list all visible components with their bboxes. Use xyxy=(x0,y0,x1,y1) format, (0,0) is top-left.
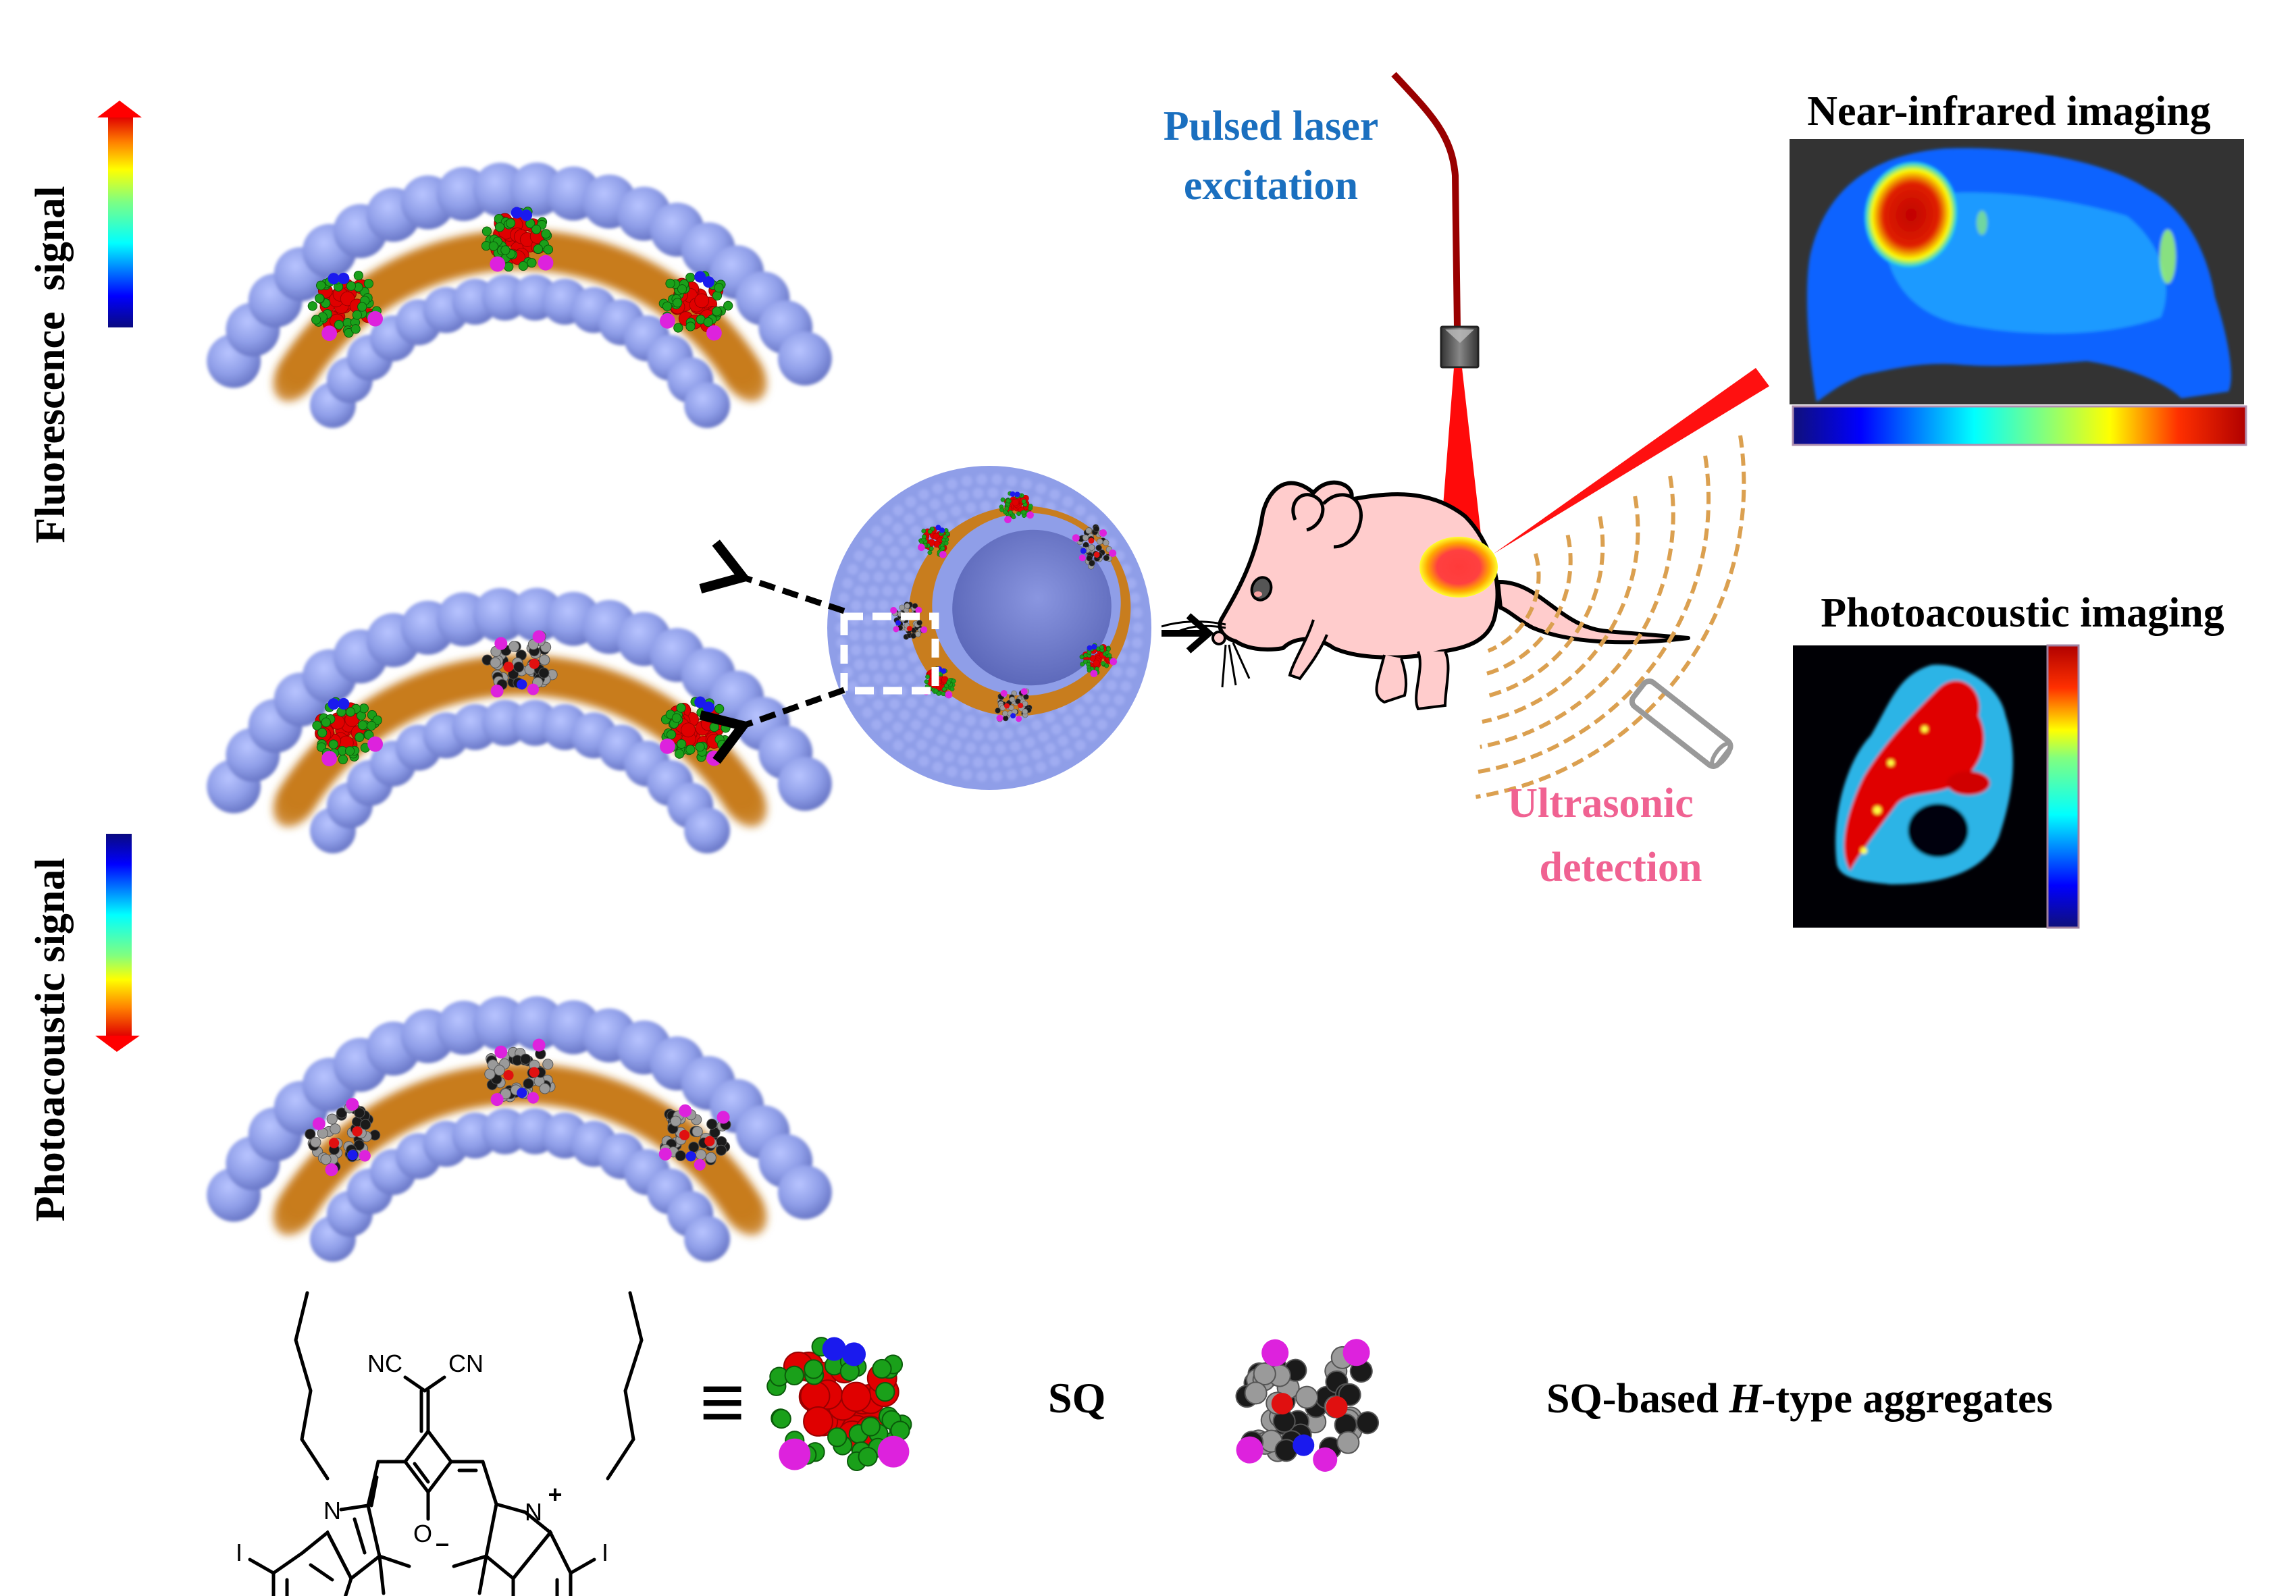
mouse-front-paw xyxy=(1288,619,1328,681)
sq-structure-atoms: NC CN N N + O – I I xyxy=(236,1350,608,1566)
ultrasound-wave xyxy=(1475,435,1746,799)
tumor-spot xyxy=(1419,537,1498,597)
atom-nc: NC xyxy=(367,1350,402,1377)
c-i-bond-left xyxy=(248,1558,276,1575)
ultrasound-wave xyxy=(1487,553,1541,653)
ultrasound-wave xyxy=(1484,516,1605,699)
liposome-vesicle xyxy=(827,466,1151,790)
ultrasonic-label-line2: detection xyxy=(1539,845,1702,890)
photoacoustic-colorbar xyxy=(106,834,132,1036)
sq-dye-monomer xyxy=(658,271,733,341)
mouse-illustration xyxy=(1161,480,1690,711)
atom-n-left: N xyxy=(323,1497,341,1524)
ultrasound-wave xyxy=(1482,496,1640,724)
arrow-down-icon xyxy=(95,1036,140,1052)
zoom-indicator xyxy=(699,539,939,764)
membrane-aggregate xyxy=(207,996,832,1262)
h-aggregate-label: SQ-based H-type aggregates xyxy=(1546,1376,2053,1422)
sq-h-aggregate xyxy=(995,688,1033,722)
pulsed-laser-label-line2: excitation xyxy=(1184,163,1358,209)
sq-h-aggregate xyxy=(305,1098,381,1177)
ultrasound-wave xyxy=(1478,455,1711,774)
pa-image xyxy=(1793,644,2080,929)
sq-dye-monomer xyxy=(999,491,1034,523)
fluorescence-signal-label: Fluorescence signal xyxy=(28,186,74,543)
c-i-bond-right xyxy=(569,1558,596,1575)
mouse-back-leg xyxy=(1415,651,1450,711)
pa-signal xyxy=(1835,664,2013,884)
ultrasound-transducer-icon xyxy=(1629,679,1733,769)
optical-fiber xyxy=(1391,72,1461,328)
mouse-tail xyxy=(1496,579,1690,645)
sq-dye-monomer xyxy=(307,270,384,342)
sq-dye-monomer xyxy=(312,697,384,767)
sq-label: SQ xyxy=(1048,1374,1105,1422)
membrane-monomer xyxy=(207,162,832,428)
ultrasound-wave xyxy=(1485,534,1573,676)
atom-i-right: I xyxy=(602,1539,608,1566)
pulsed-laser-label-line1: Pulsed laser xyxy=(1164,103,1379,149)
h-aggregate-label-prefix: SQ-based xyxy=(1546,1376,1729,1422)
fluorescence-colorbar xyxy=(108,117,133,327)
sq-monomer-model xyxy=(766,1337,912,1472)
sq-h-aggregate xyxy=(484,1038,556,1107)
ultrasound-wave xyxy=(1480,475,1675,749)
pa-colorbar xyxy=(2046,644,2080,929)
arrow-up-icon xyxy=(97,101,142,117)
sq-dye-monomer xyxy=(1079,643,1118,678)
sq-dye-monomer xyxy=(766,1337,912,1472)
h-aggregate-label-suffix: -type aggregates xyxy=(1762,1376,2053,1422)
equivalence-symbol: ≡ xyxy=(700,1358,746,1447)
nir-mouse-signal xyxy=(1806,148,2231,402)
nir-colorbar xyxy=(1792,405,2247,446)
laser-head-icon xyxy=(1440,325,1480,369)
fluorescence-indicator: Fluorescence signal xyxy=(28,101,142,543)
h-aggregate-model xyxy=(1235,1339,1380,1472)
ultrasonic-label-line1: Ultrasonic xyxy=(1507,780,1694,826)
lipid-heads xyxy=(207,996,832,1262)
lipid-heads xyxy=(207,587,832,853)
lipid-heads xyxy=(207,162,832,428)
photoacoustic-indicator: Photoacoustic signal xyxy=(28,834,140,1222)
sq-dye-monomer xyxy=(481,207,554,272)
laser-beam-down xyxy=(1440,368,1482,540)
membrane-segments xyxy=(207,162,832,1262)
photoacoustic-signal-label: Photoacoustic signal xyxy=(28,857,74,1221)
mouse-body xyxy=(1218,480,1500,660)
pa-imaging-title: Photoacoustic imaging xyxy=(1821,590,2224,636)
h-aggregate-label-italic: H xyxy=(1728,1376,1763,1422)
dashed-arrow-up xyxy=(699,539,845,614)
laser-beam-to-nir xyxy=(1494,368,1769,554)
nir-imaging-title: Near-infrared imaging xyxy=(1807,88,2211,134)
mouse-back-leg xyxy=(1375,654,1408,704)
atom-cn: CN xyxy=(448,1350,484,1377)
membrane-mixed xyxy=(207,587,832,853)
sq-h-aggregate xyxy=(1235,1339,1380,1472)
sq-dye-monomer xyxy=(917,525,950,558)
nir-image xyxy=(1790,139,2247,446)
sq-h-aggregate xyxy=(481,630,558,698)
zoom-box xyxy=(840,612,939,695)
iodine-bonds xyxy=(248,1558,596,1575)
atom-i-left: I xyxy=(236,1539,242,1566)
mouse-nose xyxy=(1211,631,1226,645)
sq-chemical-structure xyxy=(271,1291,644,1596)
sq-h-aggregate xyxy=(658,1104,731,1171)
atom-n-right: N xyxy=(525,1498,542,1526)
mouse-ear-front xyxy=(1322,493,1363,549)
dashed-arrow-down xyxy=(699,687,845,764)
charge-minus: – xyxy=(436,1529,449,1557)
atom-o: O xyxy=(413,1520,432,1547)
laser-source xyxy=(1391,72,1769,554)
ultrasound-waves xyxy=(1475,435,1746,799)
charge-plus: + xyxy=(548,1481,562,1508)
mouse-whiskers xyxy=(1161,620,1251,688)
mouse-ear-back xyxy=(1291,493,1325,532)
sq-h-aggregate xyxy=(1072,524,1117,570)
